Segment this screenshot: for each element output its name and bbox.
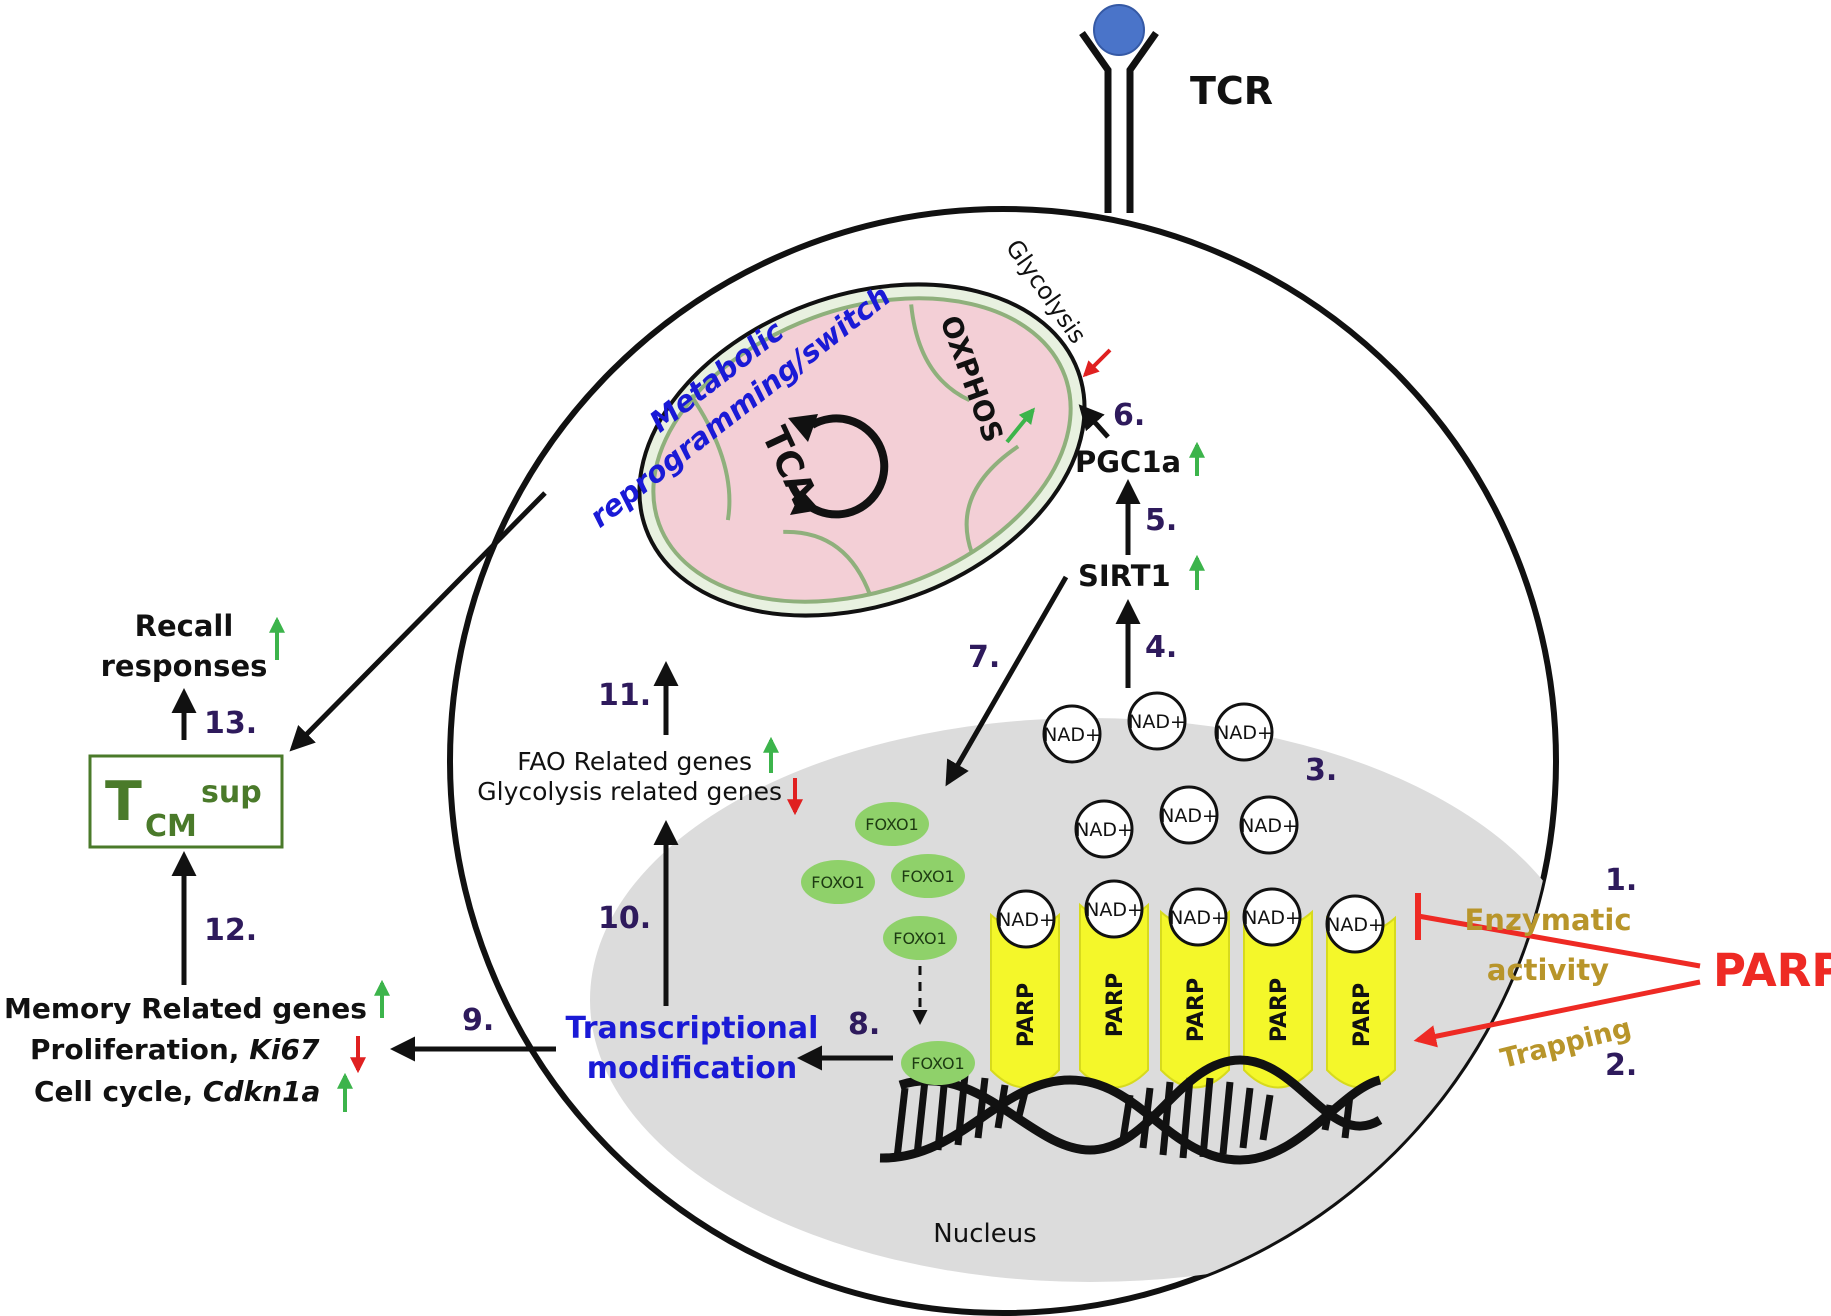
metabolic-to-tcm-arrow [289,491,547,752]
step-6: 6. [1113,398,1145,433]
tcm-sub-label: CM [145,809,197,844]
tcr-label: TCR [1190,69,1273,113]
svg-text:Proliferation, Ki67: Proliferation, Ki67 [30,1033,320,1066]
svg-text:FOXO1: FOXO1 [893,929,946,948]
oxphos-up-arrow-icon [1005,407,1036,444]
svg-text:NAD+: NAD+ [1160,805,1218,827]
svg-text:PARP: PARP [1103,973,1128,1037]
foxo1-protein [801,860,875,904]
step-7: 7. [968,640,1000,675]
pgc1a-label: PGC1a [1075,445,1181,479]
recall-label-1: Recall [135,609,234,643]
tca-cycle-icon [788,414,889,519]
nad-circle [1084,879,1144,939]
foxo1-cluster: FOXO1 FOXO1 FOXO1 FOXO1 FOXO1 [801,802,975,1085]
svg-text:NAD+: NAD+ [1085,899,1143,921]
foxo1-protein [901,1041,975,1085]
cell-cycle-label: Cell cycle, [34,1075,203,1108]
step-2: 2. [1605,1048,1637,1083]
enzymatic-inhibition-line [1417,913,1701,969]
step-12: 12. [204,913,257,948]
svg-text:NAD+: NAD+ [997,909,1055,931]
nad-circle [1214,702,1274,762]
enzymatic-label-1: Enzymatic [1464,903,1631,937]
nad-circle [1168,887,1228,947]
nucleus-label: Nucleus [933,1219,1036,1249]
dna-helix-icon [879,1055,1383,1165]
svg-text:FOXO1: FOXO1 [911,1054,964,1073]
step-13: 13. [204,706,257,741]
svg-text:NAD+: NAD+ [1240,815,1298,837]
sirt1-label: SIRT1 [1078,559,1171,593]
nad-on-parp-row: NAD+ NAD+ NAD+ NAD+ NAD+ [996,879,1385,954]
glyco-genes-label: Glycolysis related genes [477,777,782,806]
svg-text:NAD+: NAD+ [1075,819,1133,841]
svg-text:PARP: PARP [1014,983,1039,1047]
fao-genes-label: FAO Related genes [517,747,752,776]
transcriptional-label-2: modification [587,1051,797,1086]
svg-text:NAD+: NAD+ [1169,907,1227,929]
enzymatic-label-2: activity [1487,953,1609,987]
arrow-6 [1078,404,1110,439]
svg-text:PARP: PARP [1350,983,1375,1047]
step-1: 1. [1605,863,1637,898]
svg-text:NAD+: NAD+ [1215,722,1273,744]
nad-circle [996,889,1056,949]
svg-text:Cell cycle, Cdkn1a: Cell cycle, Cdkn1a [34,1075,320,1108]
svg-text:FOXO1: FOXO1 [865,815,918,834]
step-5: 5. [1145,503,1177,538]
trapping-arrow [1413,979,1701,1048]
step-3: 3. [1305,753,1337,788]
nad-cluster: NAD+ NAD+ NAD+ NAD+ NAD+ NAD+ [1042,691,1299,859]
glycolysis-down-arrow-icon [1082,348,1112,378]
foxo1-protein [883,916,957,960]
nad-circle [1042,704,1102,764]
memory-genes-label: Memory Related genes [4,992,367,1025]
recall-label-2: responses [101,649,268,683]
step-10: 10. [598,901,651,936]
nad-circle [1242,887,1302,947]
step-8: 8. [848,1007,880,1042]
tcm-main-label: T [105,770,142,833]
nad-circle [1159,785,1219,845]
svg-text:NAD+: NAD+ [1243,907,1301,929]
mitochondrion [637,282,1087,618]
svg-text:NAD+: NAD+ [1128,711,1186,733]
svg-text:NAD+: NAD+ [1043,724,1101,746]
nad-circle [1325,894,1385,954]
parpi-label: PARPi [1713,944,1831,997]
ki67-label: Ki67 [249,1033,320,1066]
cdkn1a-label: Cdkn1a [203,1075,321,1108]
svg-text:NAD+: NAD+ [1326,914,1384,936]
nad-circle [1239,795,1299,855]
step-11: 11. [598,678,651,713]
svg-text:FOXO1: FOXO1 [811,873,864,892]
step-4: 4. [1145,630,1177,665]
transcriptional-label-1: Transcriptional [566,1011,819,1046]
foxo1-protein [891,854,965,898]
proliferation-label: Proliferation, [30,1033,249,1066]
tcr-receptor [1079,4,1159,213]
svg-text:PARP: PARP [1267,978,1292,1042]
nad-circle [1127,691,1187,751]
nad-circle [1074,799,1134,859]
step-9: 9. [462,1003,494,1038]
tcm-sup-box [88,754,284,849]
svg-text:PARP: PARP [1184,978,1209,1042]
tcr-ligand-icon [1093,4,1145,56]
tcm-sup-label: sup [201,775,262,810]
arrow-7 [945,575,1069,787]
foxo1-protein [855,802,929,846]
svg-text:FOXO1: FOXO1 [901,867,954,886]
